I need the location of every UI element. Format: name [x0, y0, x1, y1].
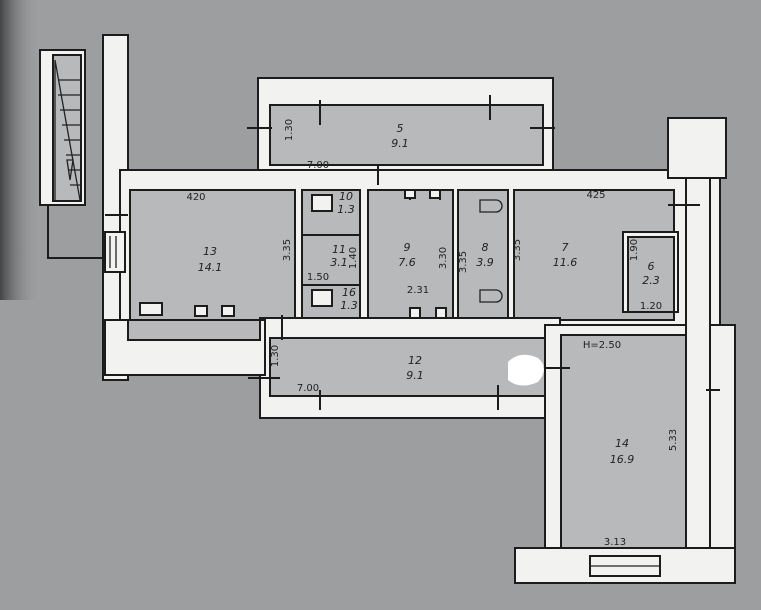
dim-140: 1.40	[348, 247, 359, 269]
dim-335-c: 3.35	[458, 251, 469, 273]
dim-533: 5.33	[668, 429, 679, 451]
dim-335-a: 3.35	[282, 239, 293, 261]
dim-130-bottom: 1.30	[270, 345, 281, 367]
dim-150: 1.50	[307, 272, 329, 283]
staircase	[39, 49, 86, 206]
room-16-area: 1.3	[340, 299, 358, 312]
dim-425: 425	[586, 190, 605, 201]
ceiling-height: H=2.50	[583, 340, 621, 351]
room-7-number: 7	[562, 241, 569, 254]
room-7-area: 11.6	[553, 256, 578, 269]
room-9-area: 7.6	[398, 256, 416, 269]
dim-130-top: 1.30	[284, 119, 295, 141]
room-13-number: 13	[203, 245, 217, 258]
room-14-number: 14	[615, 437, 629, 450]
fixtures	[139, 189, 503, 319]
dim-330: 3.30	[438, 247, 449, 269]
photo-shadow	[0, 0, 40, 300]
room-12-area: 9.1	[406, 369, 424, 382]
room-13-area: 14.1	[198, 261, 223, 274]
room-9-number: 9	[404, 241, 411, 254]
smudge	[508, 354, 544, 386]
room-11-area: 3.1	[330, 256, 348, 269]
room-labels: 5 9.1 13 14.1 10 1.3 11 3.1 16 1.3 9 7.6…	[198, 122, 660, 466]
room-5-number: 5	[397, 122, 404, 135]
room-5-area: 9.1	[391, 137, 409, 150]
room-6-area: 2.3	[642, 274, 660, 287]
room-12-number: 12	[408, 354, 422, 367]
room-16-number: 16	[342, 286, 356, 299]
room-8-area: 3.9	[476, 256, 494, 269]
room-10-area: 1.3	[337, 203, 355, 216]
dim-190: 1.90	[629, 239, 640, 261]
dim-700-top: 7.00	[307, 160, 329, 171]
stair-outline	[47, 205, 103, 259]
room-10-number: 10	[339, 190, 353, 203]
dim-313: 3.13	[604, 537, 626, 548]
door-markers	[104, 95, 720, 410]
dim-231: 2.31	[407, 285, 429, 296]
dim-335-b: 3.35	[512, 239, 523, 261]
room-6-number: 6	[648, 260, 655, 273]
dim-120: 1.20	[640, 301, 662, 312]
dim-420: 420	[186, 192, 205, 203]
dimension-labels: 420 7.00 1.30 425 3.35 3.35 3.35 1.50 1.…	[186, 119, 679, 548]
room-11-number: 11	[332, 243, 346, 256]
room-8-number: 8	[482, 241, 489, 254]
dim-700-bottom: 7.00	[297, 383, 319, 394]
room-14-area: 16.9	[610, 453, 635, 466]
wall-outline	[104, 77, 736, 584]
